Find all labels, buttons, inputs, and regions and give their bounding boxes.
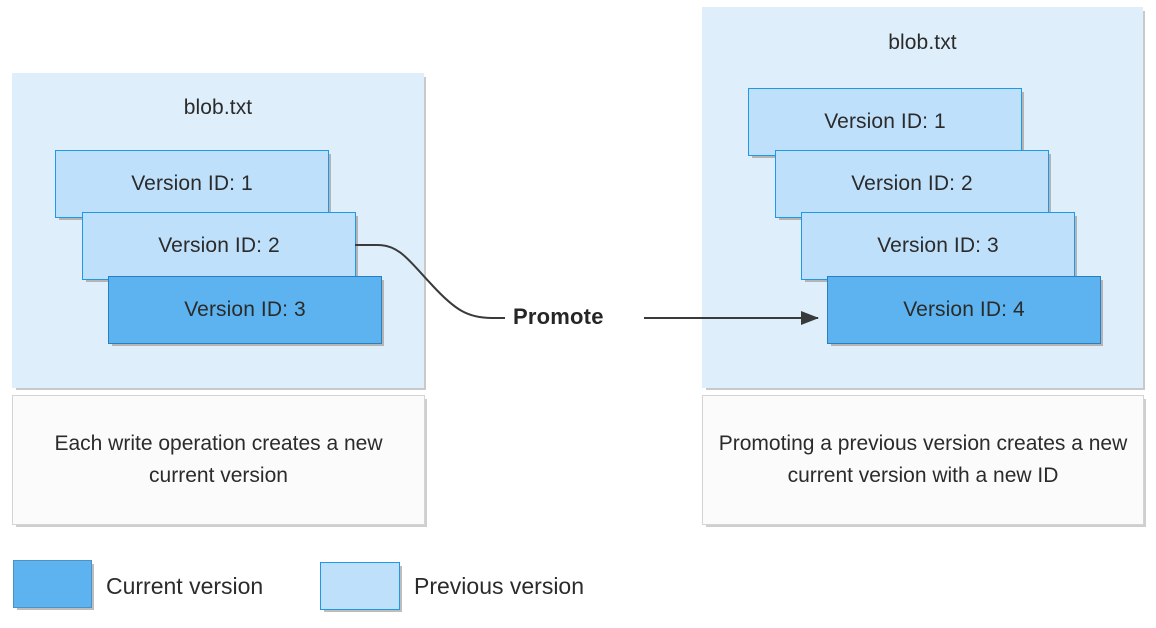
left-version-card-1[interactable]: Version ID: 1 [55, 150, 329, 218]
left-caption-box: Each write operation creates a new curre… [12, 395, 425, 525]
right-caption-text: Promoting a previous version creates a n… [718, 432, 1128, 487]
left-panel-blob-name: blob.txt [183, 96, 253, 119]
right-version-card-2[interactable]: Version ID: 2 [775, 150, 1049, 218]
promote-label: Promote [513, 304, 604, 329]
right-version-card-3-label: Version ID: 3 [877, 234, 999, 257]
right-caption-box: Promoting a previous version creates a n… [702, 395, 1144, 525]
right-version-card-4-label: Version ID: 4 [903, 298, 1025, 321]
left-version-card-3-label: Version ID: 3 [184, 298, 306, 321]
right-version-card-4[interactable]: Version ID: 4 [827, 276, 1101, 344]
legend-label-previous-version: Previous version [414, 573, 585, 599]
left-version-card-3[interactable]: Version ID: 3 [108, 276, 382, 344]
left-version-card-2[interactable]: Version ID: 2 [82, 212, 356, 280]
right-version-card-1-label: Version ID: 1 [824, 110, 946, 133]
left-version-card-1-label: Version ID: 1 [131, 172, 253, 195]
right-version-card-2-label: Version ID: 2 [851, 172, 973, 195]
right-version-card-3[interactable]: Version ID: 3 [801, 212, 1075, 280]
legend-label-current-version: Current version [106, 573, 264, 599]
right-version-card-1[interactable]: Version ID: 1 [748, 88, 1022, 156]
right-panel-blob-name: blob.txt [888, 31, 957, 54]
left-version-card-2-label: Version ID: 2 [158, 234, 280, 257]
left-caption-text: Each write operation creates a new curre… [54, 432, 383, 487]
legend-swatch-previous-version [320, 562, 400, 610]
legend-swatch-current-version [13, 560, 92, 608]
